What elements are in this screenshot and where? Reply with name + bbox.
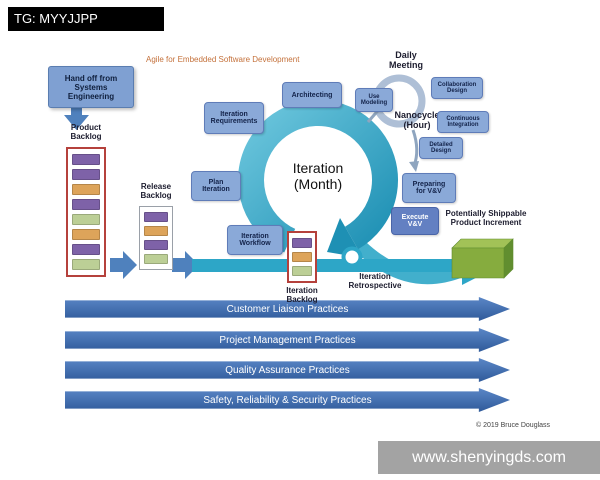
use-modeling-node: Use Modeling xyxy=(355,88,393,112)
continuous-integration-node: Continuous Integration xyxy=(437,111,489,133)
handoff-box: Hand off from Systems Engineering xyxy=(48,66,134,108)
copyright-note: © 2019 Bruce Douglass xyxy=(476,422,551,429)
shippable-increment-label: Potentially Shippable Product Increment xyxy=(445,209,527,227)
daily-meeting-label: Daily Meeting xyxy=(388,50,423,70)
iteration-backlog-label: Iteration Backlog xyxy=(286,286,318,304)
release-backlog-label: Release Backlog xyxy=(140,182,172,200)
practice-arrow-quality-assurance: Quality Assurance Practices xyxy=(65,358,510,382)
practice-arrow-project-management: Project Management Practices xyxy=(65,328,510,352)
cycle-exit-swoosh xyxy=(355,240,465,285)
nanocycle-return-arrowhead xyxy=(409,161,419,172)
product-increment-cube-top xyxy=(451,238,514,249)
preparing-vv-node: Preparing for V&V xyxy=(402,173,456,203)
practice-arrow-customer-liaison: Customer Liaison Practices xyxy=(65,297,510,321)
iteration-cycle-ring xyxy=(238,99,398,253)
release-to-flow-arrow xyxy=(172,251,199,279)
retrospective-marker xyxy=(341,246,363,268)
nanocycle-label: Nanocycle (Hour) xyxy=(394,110,440,130)
product-to-release-arrow xyxy=(110,251,137,279)
handoff-down-arrow xyxy=(64,106,89,130)
product-backlog-label: Product Backlog xyxy=(70,123,102,141)
release-backlog-stack xyxy=(139,206,173,270)
product-increment-cube-front xyxy=(451,247,505,279)
site-watermark: www.shenyingds.com xyxy=(378,441,600,474)
practice-arrow-safety-reliability-security: Safety, Reliability & Security Practices xyxy=(65,388,510,412)
tg-watermark-tag: TG: MYYJJPP xyxy=(8,7,164,31)
product-backlog-stack xyxy=(66,147,106,277)
nanocycle-return-connector xyxy=(411,129,419,167)
execute-vv-node: Execute V&V xyxy=(391,207,439,235)
plan-iteration-node: Plan Iteration xyxy=(191,171,241,201)
diagram-title: Agile for Embedded Software Development xyxy=(146,55,300,64)
iteration-retrospective-label: Iteration Retrospective xyxy=(348,272,402,290)
collaboration-design-node: Collaboration Design xyxy=(431,77,483,99)
iteration-backlog-stack xyxy=(287,231,317,283)
detailed-design-node: Detailed Design xyxy=(419,137,463,159)
iteration-requirements-node: Iteration Requirements xyxy=(204,102,264,134)
architecting-node: Architecting xyxy=(282,82,342,108)
iteration-workflow-node: Iteration Workflow xyxy=(227,225,283,255)
iteration-month-label: Iteration (Month) xyxy=(292,160,344,192)
